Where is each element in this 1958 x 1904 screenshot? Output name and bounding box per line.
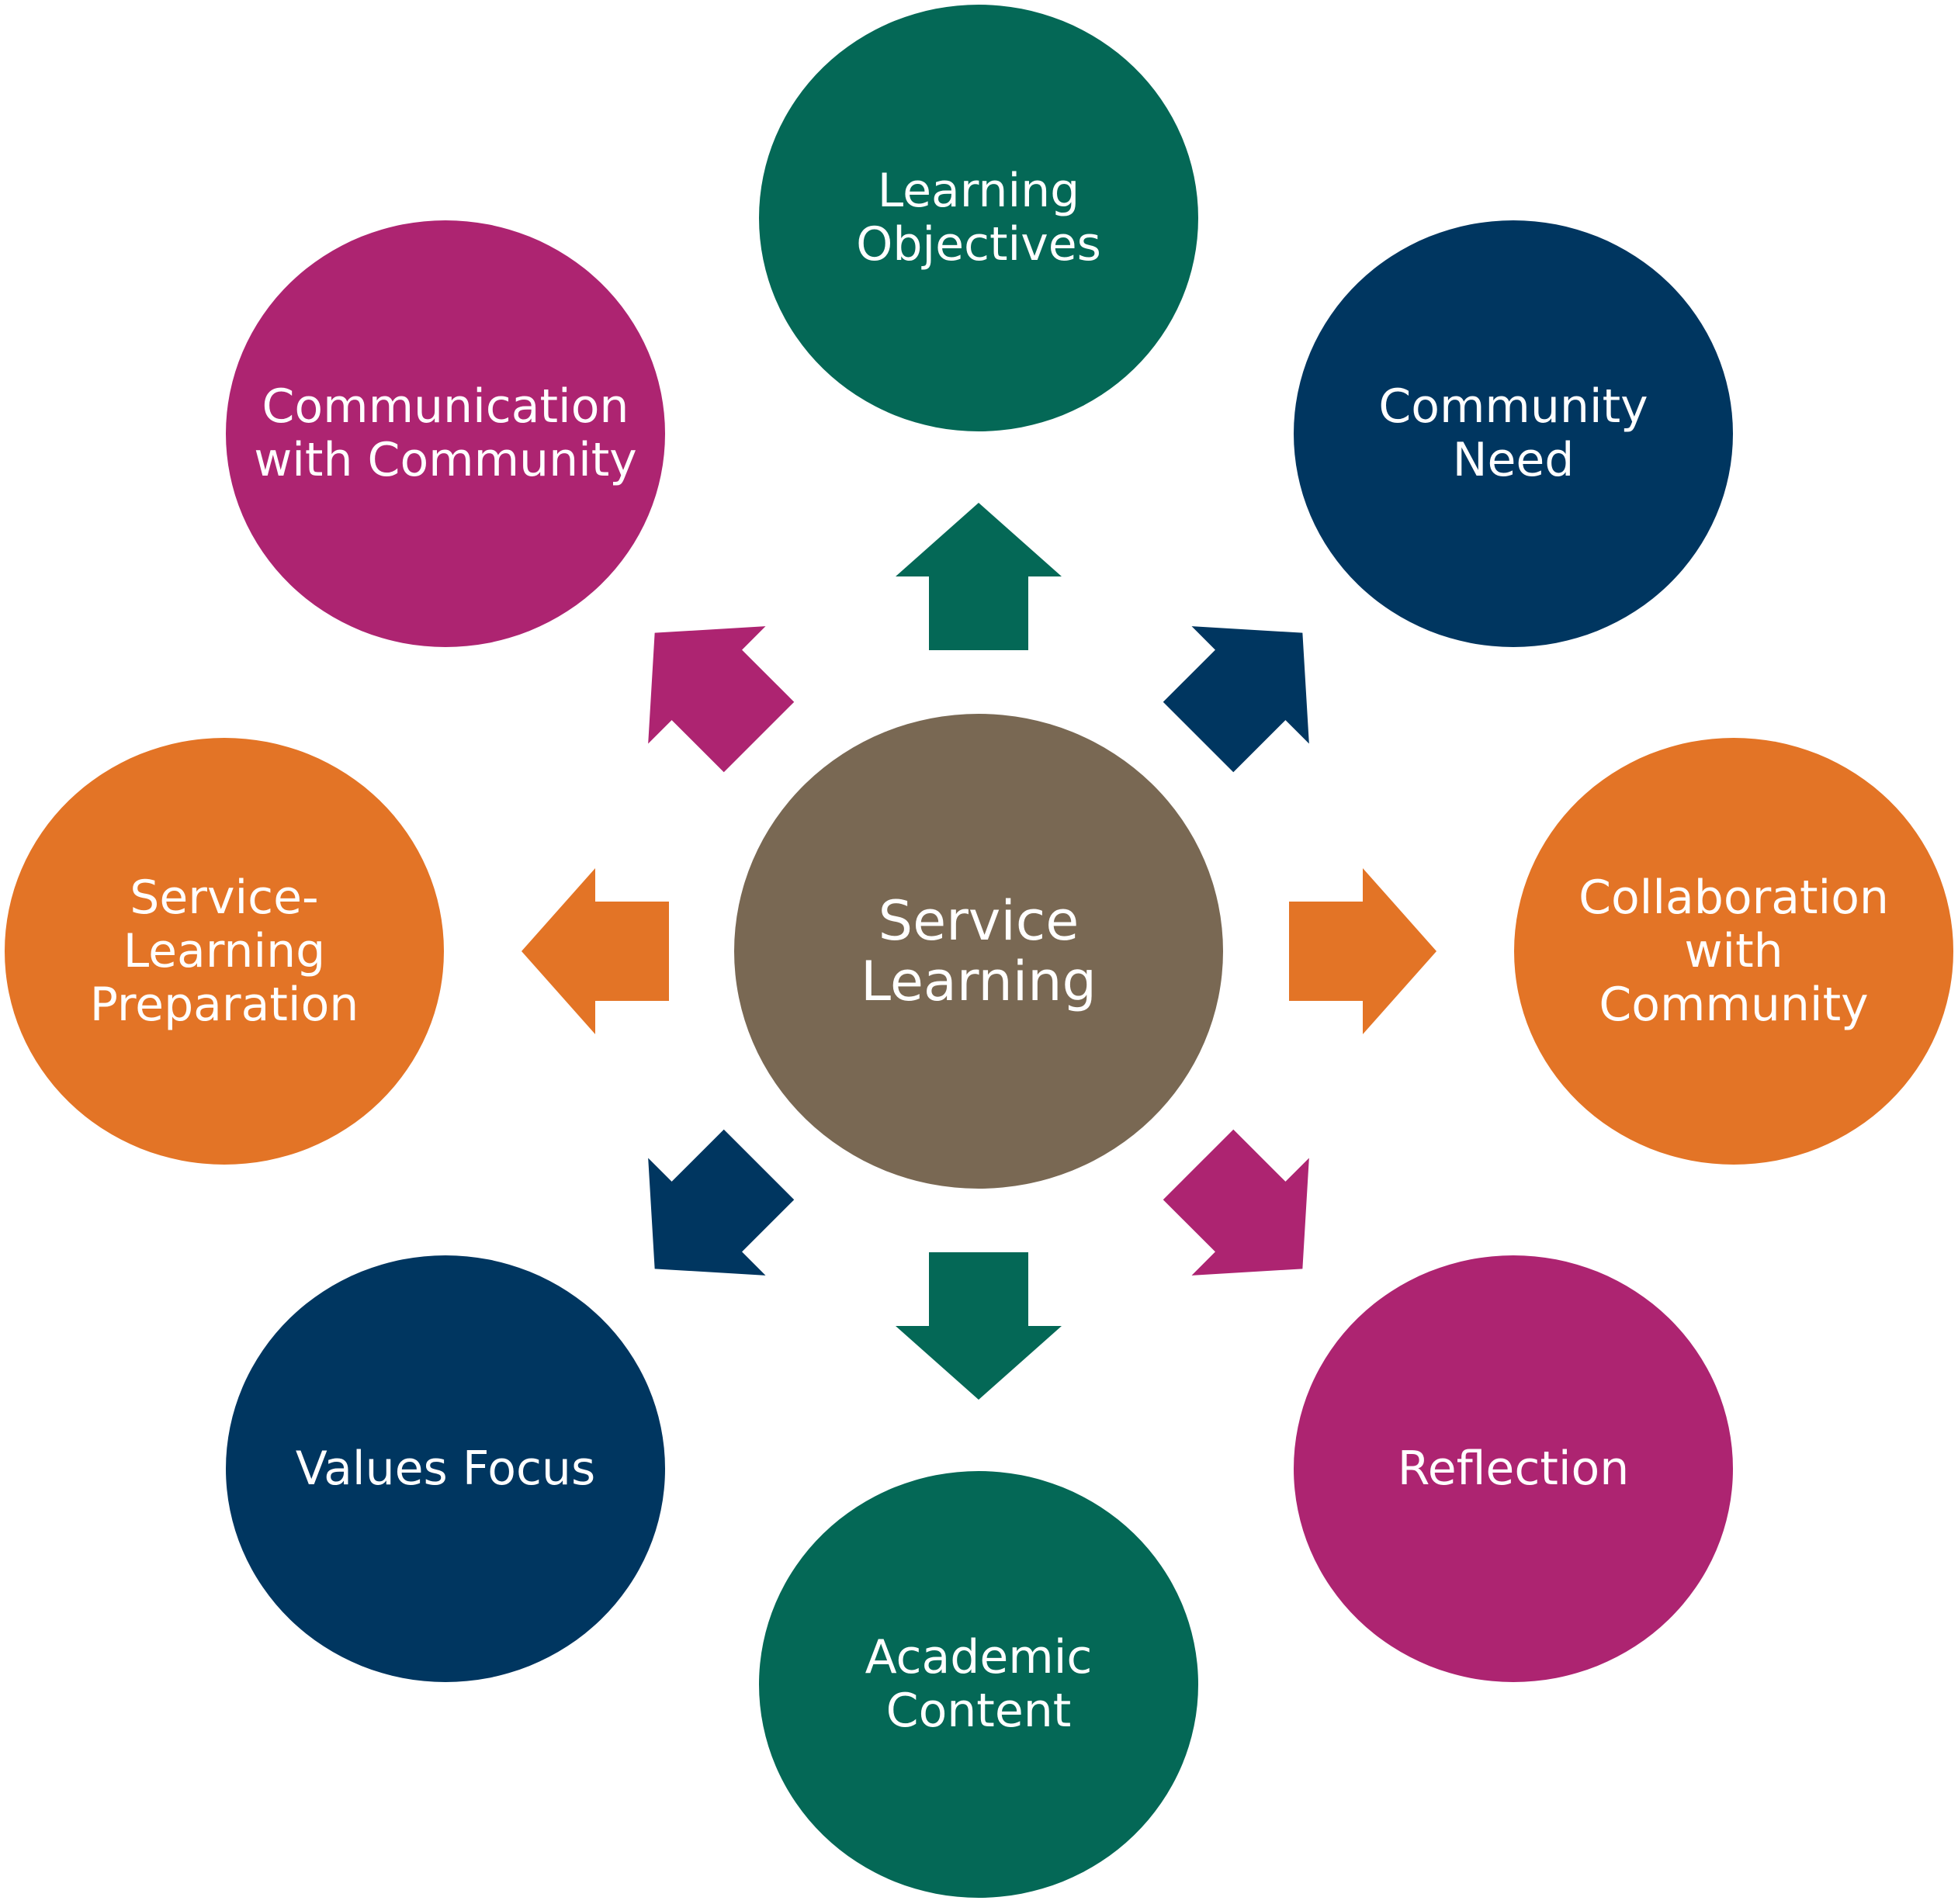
node-label: Learning Objectives <box>856 164 1101 272</box>
arrow-to-reflection <box>1139 1106 1362 1328</box>
center-node-label: Service Learning <box>861 888 1097 1013</box>
node-label: Community Need <box>1378 379 1648 487</box>
node-reflection: Reflection <box>1294 1255 1733 1682</box>
node-academic-content: Academic Content <box>759 1471 1198 1898</box>
arrow-to-academic-content <box>896 1252 1062 1400</box>
node-service-learning-preparation: Service- Learning Preparation <box>5 738 444 1165</box>
center-node-service-learning: Service Learning <box>734 714 1223 1189</box>
node-label: Service- Learning Preparation <box>89 870 359 1032</box>
node-label: Collaboration with Community <box>1579 870 1889 1032</box>
node-community-need: Community Need <box>1294 220 1733 647</box>
node-collaboration-with-community: Collaboration with Community <box>1514 738 1953 1165</box>
arrow-to-communication-with-community <box>595 573 818 796</box>
node-learning-objectives: Learning Objectives <box>759 5 1198 431</box>
arrow-to-collaboration-with-community <box>1289 868 1436 1034</box>
arrow-to-community-need <box>1139 573 1362 796</box>
arrow-to-values-focus <box>595 1106 818 1328</box>
node-communication-with-community: Communication with Community <box>226 220 665 647</box>
arrow-to-learning-objectives <box>896 503 1062 650</box>
node-label: Academic Content <box>865 1630 1093 1738</box>
node-label: Communication with Community <box>254 379 637 487</box>
arrow-to-service-learning-preparation <box>522 868 669 1034</box>
node-values-focus: Values Focus <box>226 1255 665 1682</box>
node-label: Reflection <box>1397 1441 1630 1496</box>
node-label: Values Focus <box>295 1441 596 1496</box>
